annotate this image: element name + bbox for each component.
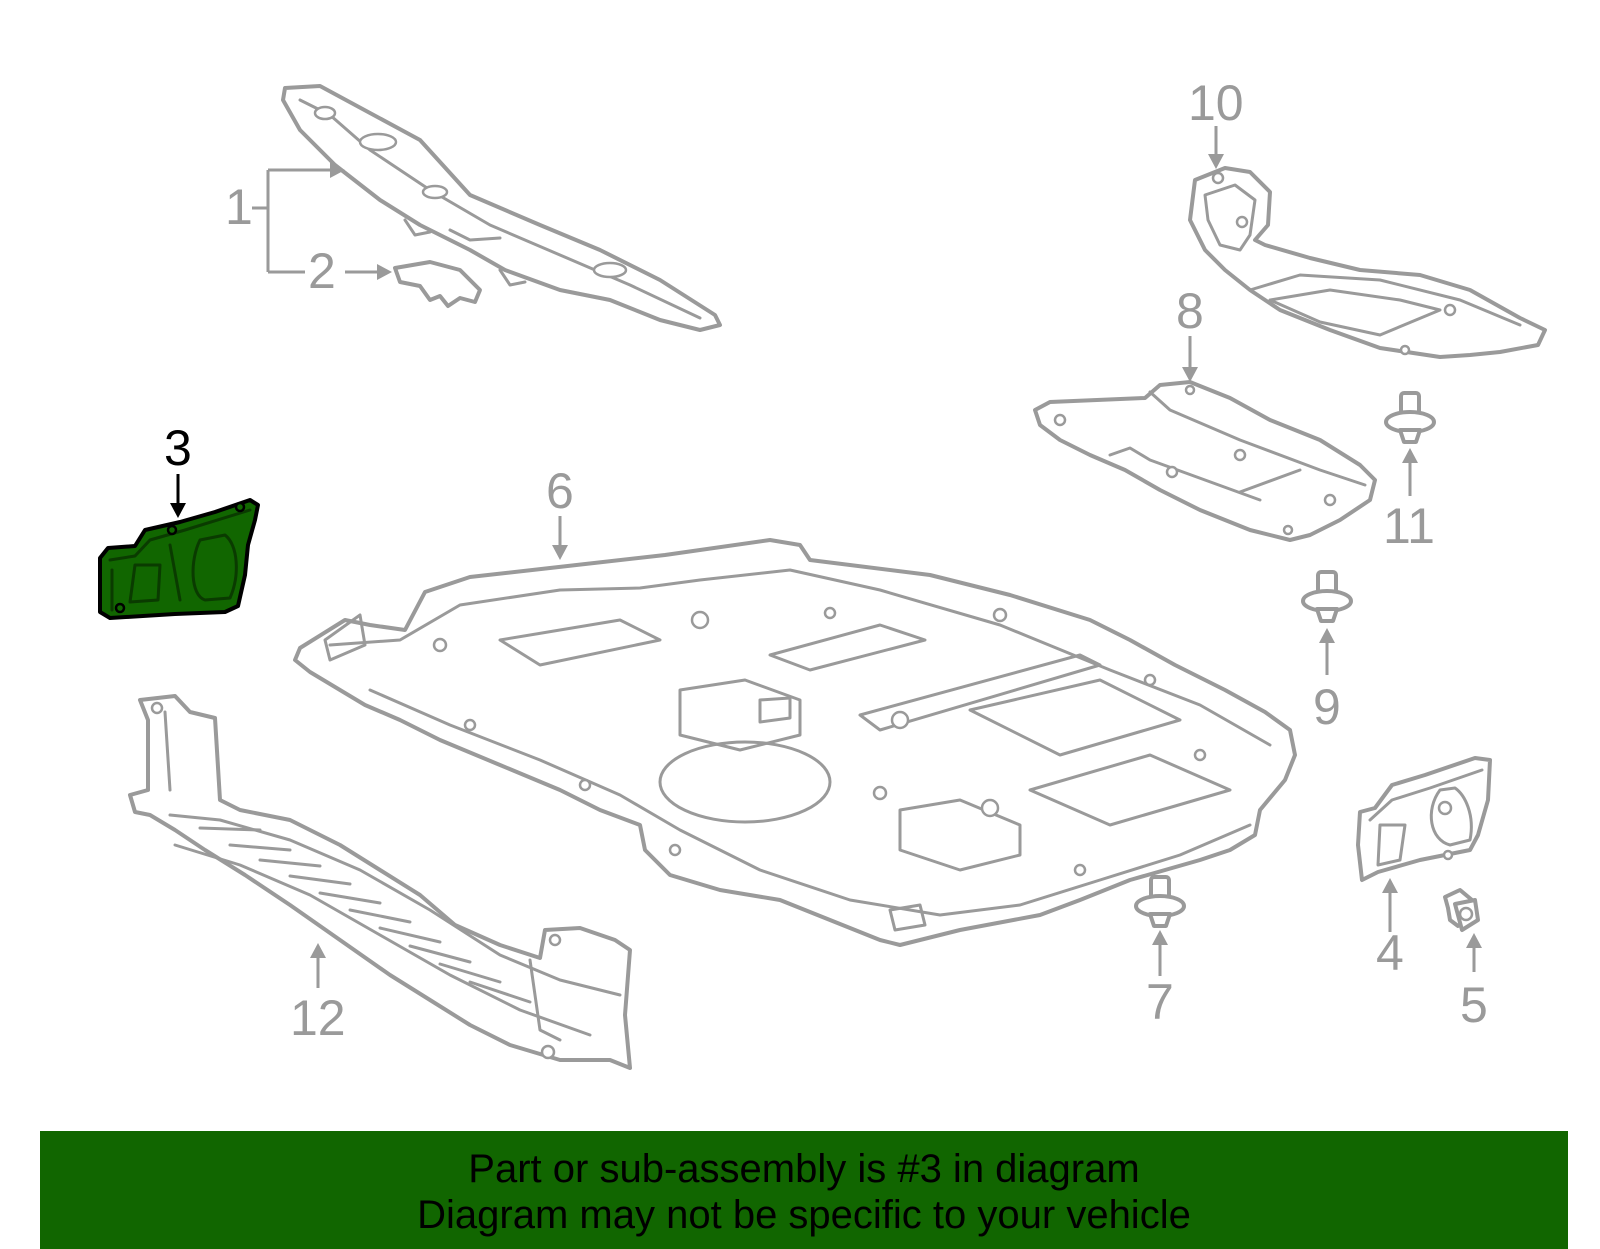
callout-4: 4 [1376,878,1404,981]
part-7-clip[interactable] [1134,875,1186,928]
callout-12-label: 12 [290,990,346,1046]
part-8-side-shield[interactable] [1033,380,1377,542]
part-4-side-cover[interactable] [1356,756,1492,882]
callout-3: 3 [164,420,192,518]
callout-10-label: 10 [1188,75,1244,131]
part-10-upper-side-shield[interactable] [1188,166,1547,359]
callout-11-label: 11 [1383,498,1435,554]
part-3-side-cover[interactable] [98,498,260,620]
callout-3-label: 3 [164,420,192,476]
part-12-front-lower-shield[interactable] [128,694,632,1070]
part-2-bracket[interactable] [393,260,482,308]
callout-8-label: 8 [1176,283,1204,339]
callout-1: 1 [225,162,345,272]
callout-9-label: 9 [1313,679,1341,735]
part-5-bolt[interactable] [1443,888,1480,932]
callout-1-label: 1 [225,179,253,235]
part-1-upper-shield[interactable] [281,84,722,332]
callout-2-label: 2 [308,243,336,299]
callout-6: 6 [546,463,574,560]
banner-line-part-number: Part or sub-assembly is #3 in diagram [468,1147,1140,1191]
callout-8: 8 [1176,283,1204,382]
part-11-clip[interactable] [1384,391,1436,444]
callout-2: 2 [268,243,392,299]
banner-line-disclaimer: Diagram may not be specific to your vehi… [417,1193,1191,1237]
callout-4-label: 4 [1376,925,1404,981]
callout-10: 10 [1188,75,1244,169]
part-info-banner: Part or sub-assembly is #3 in diagram Di… [40,1131,1568,1249]
part-6-engine-under-cover[interactable] [293,538,1297,947]
callout-9: 9 [1313,628,1341,735]
callout-7-label: 7 [1146,974,1174,1030]
callout-11: 11 [1383,448,1435,554]
callout-5: 5 [1460,933,1488,1033]
callout-6-label: 6 [546,463,574,519]
callout-12: 12 [290,943,346,1046]
callout-5-label: 5 [1460,977,1488,1033]
callout-7: 7 [1146,930,1174,1030]
part-9-clip[interactable] [1301,570,1353,623]
